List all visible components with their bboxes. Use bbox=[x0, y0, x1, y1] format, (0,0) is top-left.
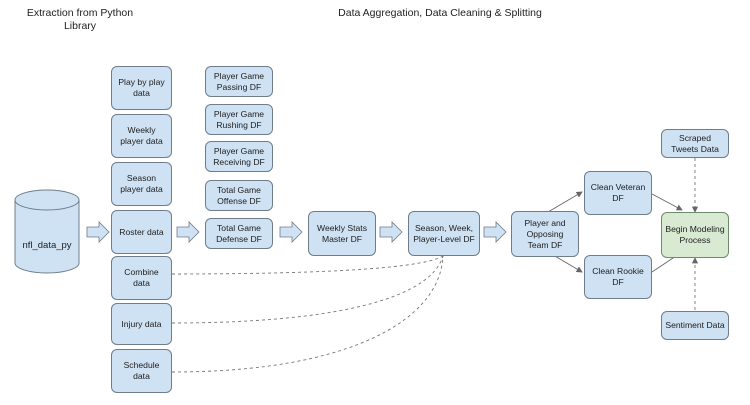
arrow-veteran-to-model bbox=[651, 193, 683, 211]
block-arrow-3 bbox=[279, 221, 303, 243]
database-cylinder-icon bbox=[14, 189, 80, 274]
nfl-data-py-label: nfl_data_py bbox=[22, 240, 72, 251]
extraction-header: Extraction from Python Library bbox=[26, 7, 134, 32]
weekly-stats-master-node: Weekly Stats Master DF bbox=[308, 211, 376, 256]
clean-veteran-node: Clean Veteran DF bbox=[584, 171, 652, 215]
arrow-to-veteran bbox=[547, 191, 583, 213]
scraped-tweets-node: Scraped Tweets Data bbox=[661, 129, 729, 158]
dashed-link-combine bbox=[171, 255, 444, 275]
defense-df-node: Total Game Defense DF bbox=[205, 218, 273, 249]
weekly-player-node: Weekly player data bbox=[111, 114, 172, 158]
clean-rookie-node: Clean Rookie DF bbox=[584, 255, 652, 299]
play-by-play-node: Play by play data bbox=[111, 66, 172, 110]
sentiment-node: Sentiment Data bbox=[661, 311, 729, 340]
schedule-node: Schedule data bbox=[111, 349, 172, 393]
block-arrow-1 bbox=[86, 221, 110, 243]
block-arrow-4 bbox=[379, 221, 403, 243]
injury-node: Injury data bbox=[111, 303, 172, 345]
receiving-df-node: Player Game Receiving DF bbox=[205, 141, 273, 172]
player-opposing-team-node: Player and Opposing Team DF bbox=[511, 211, 579, 257]
dashed-link-schedule bbox=[171, 255, 444, 373]
rushing-df-node: Player Game Rushing DF bbox=[205, 104, 273, 135]
offense-df-node: Total Game Offense DF bbox=[205, 180, 273, 211]
combine-node: Combine data bbox=[111, 256, 172, 300]
roster-node: Roster data bbox=[111, 210, 172, 254]
begin-modeling-node: Begin Modeling Process bbox=[661, 212, 729, 258]
season-week-player-node: Season, Week, Player-Level DF bbox=[408, 211, 480, 256]
passing-df-node: Player Game Passing DF bbox=[205, 66, 273, 97]
aggregation-header: Data Aggregation, Data Cleaning & Splitt… bbox=[338, 7, 542, 19]
dashed-link-injury bbox=[171, 255, 444, 324]
block-arrow-2 bbox=[176, 221, 200, 243]
season-player-node: Season player data bbox=[111, 162, 172, 206]
block-arrow-5 bbox=[483, 221, 507, 243]
